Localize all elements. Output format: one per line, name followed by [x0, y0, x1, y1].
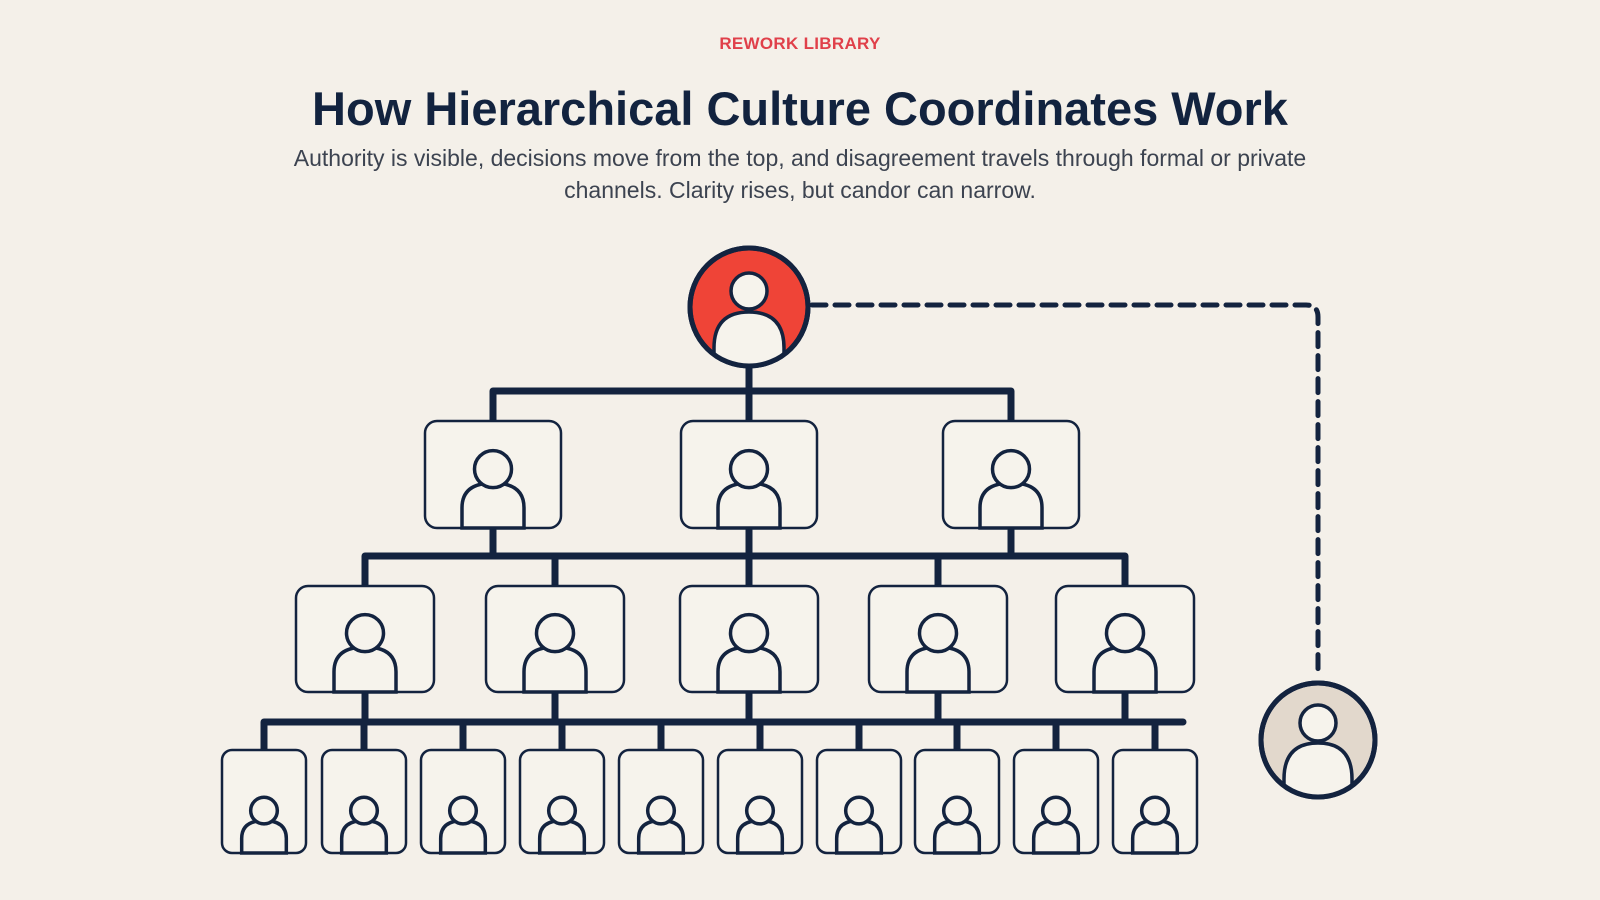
staff-card [1111, 748, 1199, 855]
person-icon [645, 795, 677, 826]
connector-line [361, 552, 1129, 590]
person-icon [1104, 612, 1146, 654]
eyebrow-label: REWORK LIBRARY [719, 34, 881, 53]
team-lead-card [867, 584, 1009, 694]
page-title: How Hierarchical Culture Coordinates Wor… [312, 82, 1288, 135]
person-cards [220, 419, 1199, 855]
private-channel-line [809, 302, 1321, 673]
person-icon [990, 448, 1032, 490]
staff-card [617, 748, 705, 855]
person-icon [728, 448, 770, 490]
person-icon [248, 795, 280, 826]
person-icon [744, 795, 776, 826]
person-icon [712, 310, 786, 366]
staff-card [913, 748, 1001, 855]
person-icon [1040, 795, 1072, 826]
staff-card [716, 748, 804, 855]
person-icon [522, 645, 588, 694]
staff-card [220, 748, 308, 855]
person-icon [534, 612, 576, 654]
team-lead-card [294, 584, 436, 694]
person-icon [348, 795, 380, 826]
person-icon [917, 612, 959, 654]
person-icon [472, 448, 514, 490]
person-icon [1139, 795, 1171, 826]
manager-card [423, 419, 563, 530]
team-lead-card [678, 584, 820, 694]
person-icon [843, 795, 875, 826]
person-icon [460, 481, 526, 530]
person-icon [344, 612, 386, 654]
staff-card [518, 748, 606, 855]
person-icon [716, 645, 782, 694]
person-icon [729, 271, 769, 311]
person-icon [1092, 645, 1158, 694]
leader-node [687, 245, 811, 369]
person-icon [978, 481, 1044, 530]
connector-line [260, 718, 1187, 754]
person-icon [332, 645, 398, 694]
staff-card [815, 748, 903, 855]
team-lead-card [484, 584, 626, 694]
staff-card [1012, 748, 1100, 855]
team-lead-card [1054, 584, 1196, 694]
connector-lines [260, 362, 1187, 754]
connector-line [489, 387, 1015, 425]
staff-card [320, 748, 408, 855]
outside-person-node [1258, 680, 1378, 800]
manager-card [679, 419, 819, 530]
person-icon [941, 795, 973, 826]
person-icon [1282, 741, 1354, 797]
person-icon [546, 795, 578, 826]
person-icon [1298, 703, 1338, 743]
page-subtitle: Authority is visible, decisions move fro… [293, 145, 1307, 203]
staff-card [419, 748, 507, 855]
manager-card [941, 419, 1081, 530]
person-icon [447, 795, 479, 826]
person-icon [905, 645, 971, 694]
person-icon [716, 481, 782, 530]
person-icon [728, 612, 770, 654]
